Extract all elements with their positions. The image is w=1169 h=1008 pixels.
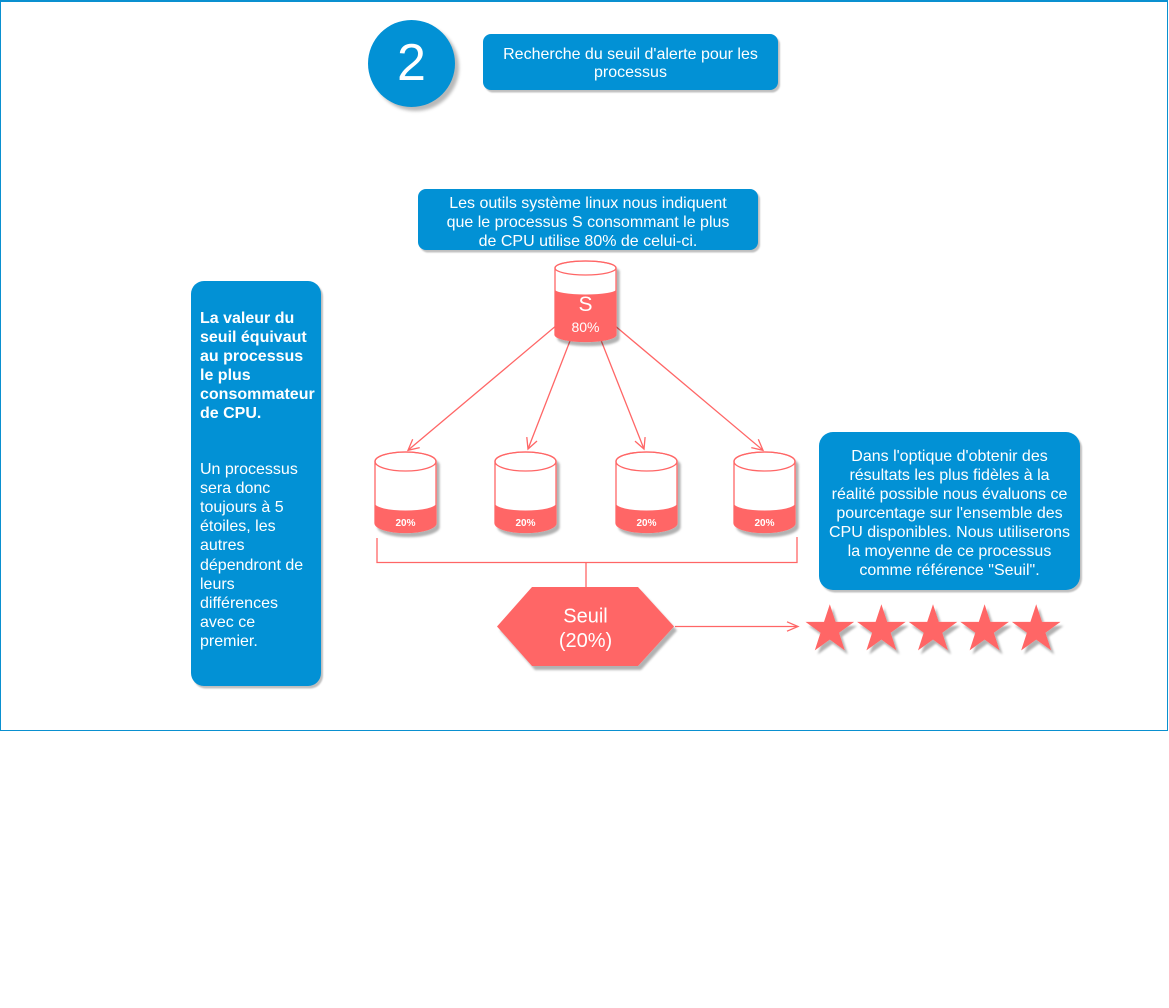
- svg-text:20%: 20%: [395, 518, 415, 529]
- svg-text:20%: 20%: [515, 518, 535, 529]
- svg-text:20%: 20%: [754, 518, 774, 529]
- svg-text:S: S: [578, 293, 592, 316]
- svg-text:80%: 80%: [571, 319, 599, 335]
- svg-text:(20%): (20%): [559, 630, 612, 652]
- svg-text:20%: 20%: [636, 518, 656, 529]
- svg-text:Seuil: Seuil: [563, 605, 607, 627]
